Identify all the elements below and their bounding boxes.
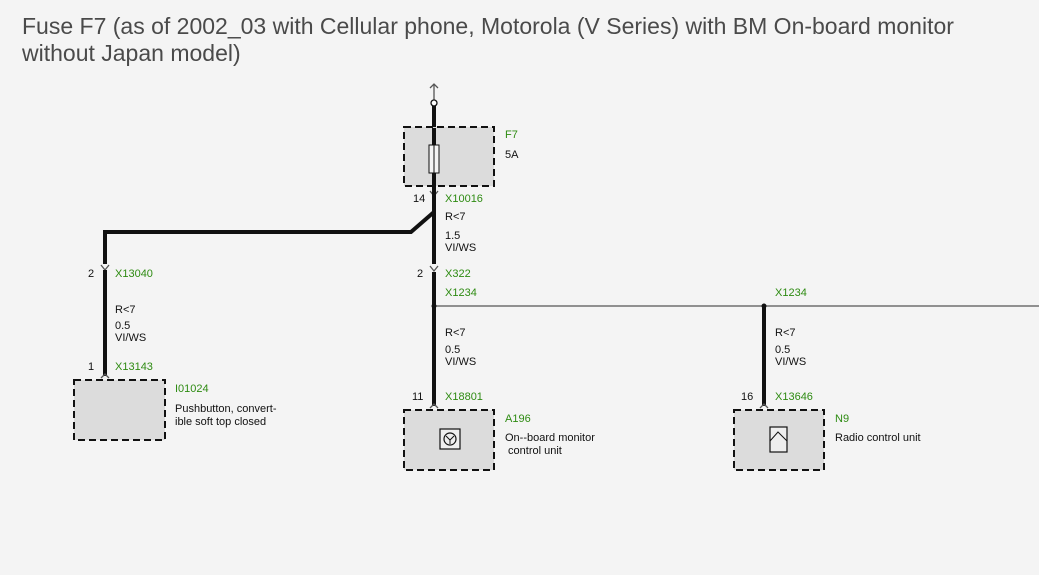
connector-x13143: X13143 bbox=[115, 361, 153, 373]
wire-left-ref: R<7 bbox=[115, 304, 136, 316]
wire-left-color: VI/WS bbox=[115, 332, 146, 344]
wire-center-size: 0.5 bbox=[445, 344, 460, 356]
wire-center-ref: R<7 bbox=[445, 327, 466, 339]
title-line-1: Fuse F7 (as of 2002_03 with Cellular pho… bbox=[22, 13, 954, 39]
monitor-icon bbox=[439, 428, 461, 450]
connector-x13040: X13040 bbox=[115, 268, 153, 280]
wire-main-ref: R<7 bbox=[445, 211, 466, 223]
component-i01024-desc-1: Pushbutton, convert- bbox=[175, 403, 277, 415]
pin-x10016: 14 bbox=[413, 193, 425, 205]
page-title: Fuse F7 (as of 2002_03 with Cellular pho… bbox=[22, 13, 954, 67]
connector-x10016: X10016 bbox=[445, 193, 483, 205]
wire-right-color: VI/WS bbox=[775, 356, 806, 368]
component-a196-desc-1: On--board monitor bbox=[505, 432, 595, 444]
monitor-icon-dial bbox=[443, 432, 457, 446]
component-i01024-id: I01024 bbox=[175, 383, 209, 395]
component-n9-id: N9 bbox=[835, 413, 849, 425]
component-i01024-box[interactable] bbox=[73, 379, 166, 441]
pin-x18801-icon bbox=[429, 403, 439, 409]
connector-x13646: X13646 bbox=[775, 391, 813, 403]
fuse-rating: 5A bbox=[505, 149, 519, 161]
connector-x1234-b: X1234 bbox=[775, 287, 807, 299]
pin-x13040-icon bbox=[100, 264, 110, 272]
pin-x13646-icon bbox=[759, 403, 769, 409]
pin-x13040: 2 bbox=[88, 268, 94, 280]
connector-x322: X322 bbox=[445, 268, 471, 280]
pin-x13143: 1 bbox=[88, 361, 94, 373]
pin-x13646: 16 bbox=[741, 391, 753, 403]
connector-x1234-a: X1234 bbox=[445, 287, 477, 299]
pin-x322: 2 bbox=[417, 268, 423, 280]
radio-icon-mark bbox=[769, 431, 788, 442]
wire-right-size: 0.5 bbox=[775, 344, 790, 356]
wire-center-color: VI/WS bbox=[445, 356, 476, 368]
pin-x322-icon bbox=[429, 265, 439, 273]
wire-branch-left[interactable] bbox=[103, 210, 436, 264]
fuse-id: F7 bbox=[505, 129, 518, 141]
fuse-f7-box[interactable] bbox=[403, 126, 495, 187]
connector-x18801: X18801 bbox=[445, 391, 483, 403]
wire-right-ref: R<7 bbox=[775, 327, 796, 339]
feed-arrow-icon bbox=[429, 83, 439, 89]
feed-terminal bbox=[430, 99, 438, 107]
pin-x18801: 11 bbox=[412, 391, 423, 403]
component-n9-desc-1: Radio control unit bbox=[835, 432, 921, 444]
wire-main-color: VI/WS bbox=[445, 242, 476, 254]
component-a196-id: A196 bbox=[505, 413, 531, 425]
component-i01024-desc-2: ible soft top closed bbox=[175, 416, 266, 428]
wire-main-size: 1.5 bbox=[445, 230, 460, 242]
component-a196-desc-2: control unit bbox=[505, 445, 562, 457]
title-line-2: without Japan model) bbox=[22, 40, 241, 66]
pin-x13143-icon bbox=[100, 373, 110, 379]
radio-icon bbox=[769, 426, 788, 453]
wire-left-size: 0.5 bbox=[115, 320, 130, 332]
monitor-icon-mark bbox=[445, 435, 455, 444]
